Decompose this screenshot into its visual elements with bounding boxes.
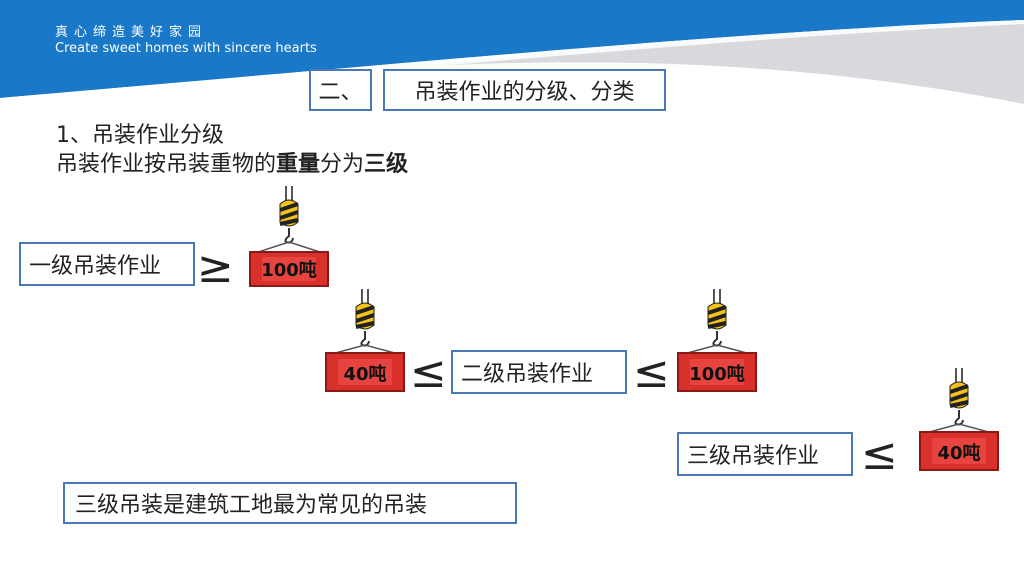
level-3-weight: 40吨 [937,442,980,464]
brand-slogan-cn: 真心缔造美好家园 [55,25,208,40]
note-text: 三级吊装是建筑工地最为常见的吊装 [75,493,428,518]
level-1-label-box: 一级吊装作业 [19,242,195,286]
level-2-label: 二级吊装作业 [461,362,594,387]
crane-hook-container-icon: 100吨 [249,186,329,287]
section-heading: 1、吊装作业分级 [56,123,224,148]
crane-hook-container-icon: 40吨 [325,289,405,392]
crane-hook-container-icon: 100吨 [677,289,757,392]
level-3-label: 三级吊装作业 [687,444,820,469]
header-banner [0,0,1024,104]
less-equal-symbol: ≤ [861,429,898,480]
title-number-box: 二、 [309,69,372,111]
less-equal-symbol: ≤ [410,347,447,398]
brand-slogan-en: Create sweet homes with sincere hearts [55,41,317,56]
crane-hook-container-icon: 40吨 [919,368,999,471]
level-3-label-box: 三级吊装作业 [677,432,853,476]
title-text: 吊装作业的分级、分类 [414,80,635,105]
level-1-label: 一级吊装作业 [29,254,162,279]
greater-equal-symbol: ≥ [197,242,234,293]
title-number: 二、 [318,80,363,105]
note-box: 三级吊装是建筑工地最为常见的吊装 [63,482,517,524]
less-equal-symbol: ≤ [633,347,670,398]
title-text-box: 吊装作业的分级、分类 [383,69,666,111]
level-2-label-box: 二级吊装作业 [451,350,627,394]
level-1-weight: 100吨 [261,259,317,281]
section-description: 吊装作业按吊装重物的重量分为三级 [56,152,409,177]
level-2-right-weight: 100吨 [689,363,745,385]
level-2-left-weight: 40吨 [343,363,386,385]
